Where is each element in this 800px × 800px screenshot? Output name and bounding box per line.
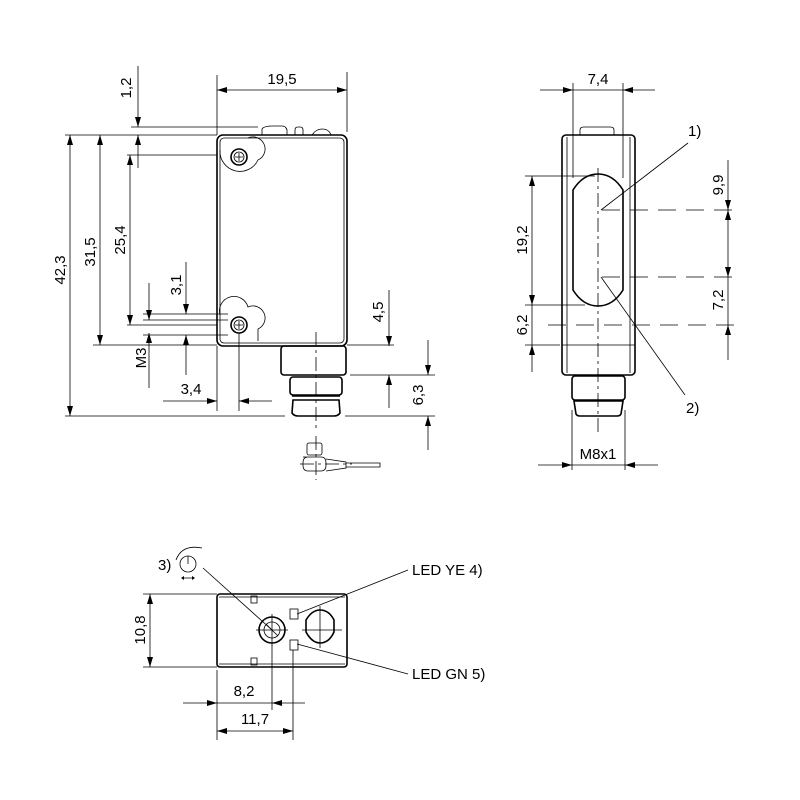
- callout-label: 3): [158, 557, 171, 574]
- dim-nut-height: 6,3: [410, 340, 431, 450]
- dim-label: 42,3: [52, 255, 69, 284]
- sensor-body-front: [216, 125, 348, 347]
- callout-potentiometer: 3): [158, 546, 273, 631]
- dim-optical-axes: 9,9 7,2: [710, 160, 731, 360]
- led-green: [289, 639, 299, 651]
- led-yellow: [289, 608, 299, 620]
- dim-hole-spacing: 25,4: [112, 154, 217, 326]
- dim-label: 6,3: [410, 385, 427, 406]
- dim-label: 7,2: [710, 290, 727, 311]
- mounting-hole-top: [219, 136, 266, 172]
- dim-label: 6,2: [514, 315, 531, 336]
- dim-window-height: 19,2: [514, 175, 595, 346]
- callout-label: 2): [686, 400, 699, 417]
- dim-label: 11,7: [241, 711, 269, 728]
- dim-label: 8,2: [234, 683, 255, 700]
- dim-pot-x: 8,2: [183, 645, 305, 740]
- dim-bottom-offset: 6,2: [514, 305, 535, 372]
- dim-label: 25,4: [112, 225, 129, 254]
- dim-label: 9,9: [710, 175, 727, 196]
- dim-thread-m3: M3: [133, 283, 152, 388]
- dim-connector-height: 4,5: [370, 290, 392, 408]
- connector-side: [571, 375, 626, 417]
- sensor-body-side: [561, 126, 636, 432]
- dim-label: 1,2: [118, 78, 135, 99]
- dim-label: M8x1: [580, 446, 617, 463]
- callout-led-green: LED GN 5): [296, 643, 485, 683]
- connector-front: [280, 332, 347, 432]
- dim-label: 19,5: [267, 71, 296, 88]
- dim-hole-offset: 3,1: [143, 262, 228, 375]
- rotation-icon: [175, 546, 203, 580]
- callout-emitter: 1): [600, 123, 701, 211]
- dim-total-height: 42,3: [52, 135, 73, 416]
- dim-label: 3,4: [181, 381, 202, 398]
- cable-connector-icon: [300, 436, 381, 480]
- dim-label: 7,4: [588, 71, 609, 88]
- dim-led-x: 11,7: [217, 711, 293, 734]
- dim-width-front: 19,5: [216, 71, 348, 135]
- sensor-bottom-face: [216, 593, 348, 668]
- dim-label: 4,5: [370, 302, 387, 323]
- dim-connector-thread: M8x1: [538, 410, 658, 470]
- bottom-view: 3) LED YE 4) LED GN 5) 10,8 8,2: [132, 546, 485, 740]
- front-view: 19,5 1,2 42,3 31,5 25,4 3,1: [52, 66, 435, 480]
- lens: [302, 606, 342, 648]
- callout-label: LED GN 5): [412, 666, 485, 683]
- side-view: 7,4 19,2 6,2 9,9 7,2 1) 2): [514, 71, 738, 470]
- dim-label: 10,8: [132, 615, 149, 644]
- dim-label: 3,1: [168, 275, 185, 296]
- dim-label: 19,2: [514, 225, 531, 254]
- dim-label: M3: [133, 348, 150, 369]
- dim-body-height: 31,5: [82, 135, 103, 345]
- dim-hole-x: 3,4: [163, 333, 272, 411]
- callout-label: 1): [688, 123, 701, 140]
- dim-bottom-height: 10,8: [132, 593, 217, 668]
- callout-receiver: 2): [600, 276, 699, 417]
- dim-top-offset: 1,2: [118, 66, 258, 168]
- callout-label: LED YE 4): [412, 562, 483, 579]
- callout-led-yellow: LED YE 4): [296, 562, 483, 615]
- mounting-hole-bottom: [219, 296, 266, 341]
- potentiometer: [256, 614, 288, 646]
- dim-label: 31,5: [82, 237, 99, 266]
- dim-width-side: 7,4: [540, 71, 655, 178]
